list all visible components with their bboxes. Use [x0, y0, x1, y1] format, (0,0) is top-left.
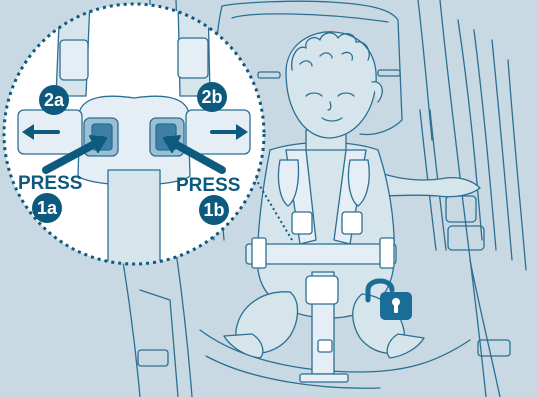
press-label-right: PRESS	[176, 175, 240, 196]
svg-text:1a: 1a	[37, 198, 58, 218]
badge-1b: 1b	[199, 195, 229, 225]
press-label-left: PRESS	[18, 173, 82, 194]
badge-1a: 1a	[32, 193, 62, 223]
svg-text:2b: 2b	[201, 87, 222, 107]
badge-2b: 2b	[197, 82, 227, 112]
svg-text:1b: 1b	[203, 200, 224, 220]
badge-2a: 2a	[39, 85, 69, 115]
buckle-detail-view	[4, 0, 264, 270]
svg-text:2a: 2a	[44, 90, 65, 110]
